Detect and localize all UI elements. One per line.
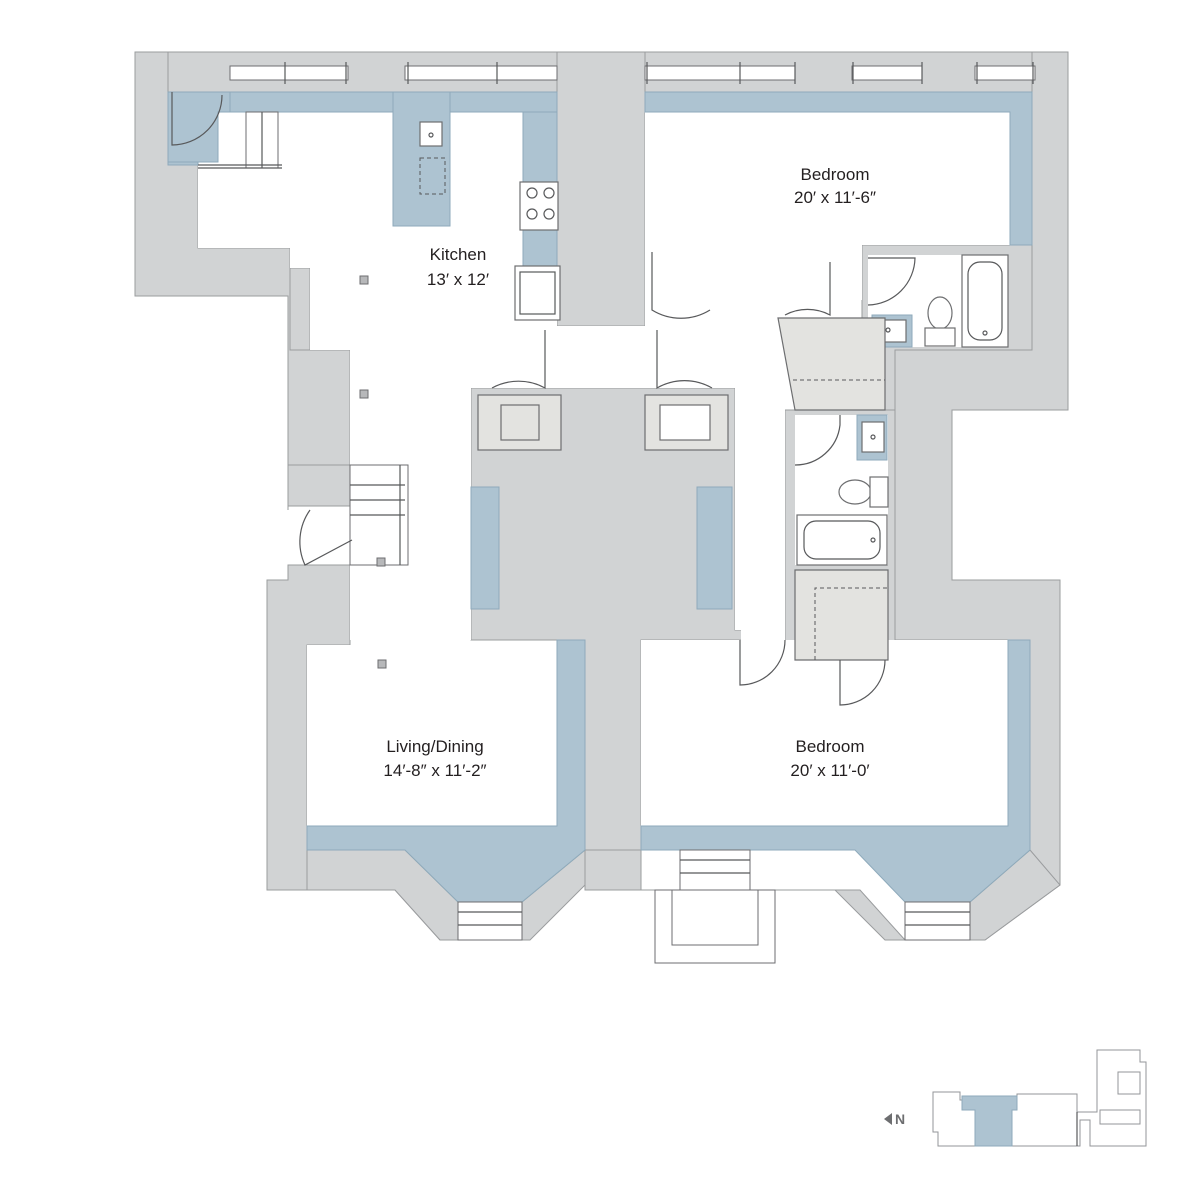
window xyxy=(904,901,971,941)
north-arrow-icon xyxy=(884,1113,892,1125)
room-labels: Kitchen 13′ x 12′ Bedroom 20′ x 11′-6″ L… xyxy=(383,165,876,780)
window xyxy=(404,65,498,81)
bath-door-swing xyxy=(794,415,841,466)
window xyxy=(457,901,523,941)
kitchen-floor xyxy=(198,112,778,640)
window xyxy=(229,65,349,81)
dishwasher xyxy=(419,157,446,195)
entry-accent-nw xyxy=(167,91,231,163)
windows-north xyxy=(229,62,1036,84)
kitchen-sink xyxy=(419,121,443,147)
north-accent-right xyxy=(644,91,1033,246)
door-swing xyxy=(651,252,711,319)
column xyxy=(359,389,369,399)
kitchen-size: 13′ x 12′ xyxy=(427,270,489,289)
window xyxy=(679,849,751,891)
entry-door-swing xyxy=(171,92,223,146)
living-floor xyxy=(307,645,557,826)
window xyxy=(851,65,923,81)
toilet xyxy=(838,479,872,505)
bedroom-north-floor xyxy=(645,112,1010,316)
column xyxy=(376,557,386,567)
closet-accent-right xyxy=(696,486,733,610)
bedroom-south-floor xyxy=(641,640,1008,826)
central-core-upper xyxy=(556,51,646,327)
stove xyxy=(519,181,559,231)
kitchen-fixtures xyxy=(359,121,561,669)
closet-door-swing xyxy=(784,262,831,316)
refrigerator xyxy=(514,265,561,321)
bathtub xyxy=(796,514,888,566)
bedroom-north-label: Bedroom xyxy=(801,165,870,184)
closet-north xyxy=(777,317,886,411)
column xyxy=(377,659,387,669)
south-bath xyxy=(794,414,889,706)
north-label: N xyxy=(895,1111,905,1127)
bedroom-south-size: 20′ x 11′-0′ xyxy=(790,761,869,780)
column xyxy=(359,275,369,285)
entry xyxy=(171,92,409,567)
hall-floor xyxy=(735,316,785,660)
side-door-swing xyxy=(299,509,353,566)
closet-door-swing xyxy=(656,330,713,390)
closet-accent-left xyxy=(470,486,500,610)
bedroom-south-label: Bedroom xyxy=(796,737,865,756)
windows-south xyxy=(457,849,971,964)
room-floors xyxy=(198,112,1010,826)
bedroom-north-size: 20′ x 11′-6″ xyxy=(794,188,876,207)
kitchen-label: Kitchen xyxy=(430,245,487,264)
key-plan: N xyxy=(884,1049,1147,1147)
living-dining-size: 14′-8″ x 11′-2″ xyxy=(383,761,486,780)
window xyxy=(974,65,1036,81)
accent-walls xyxy=(167,91,1033,903)
kitchen-accent-counter xyxy=(392,91,451,227)
key-unit-highlight xyxy=(961,1095,1018,1147)
living-accent-east xyxy=(306,639,586,903)
window xyxy=(496,65,558,81)
closet-door-swing xyxy=(839,659,886,706)
living-dining-label: Living/Dining xyxy=(386,737,483,756)
window xyxy=(644,65,796,81)
door-swing xyxy=(739,639,786,686)
bath-door-swing xyxy=(867,257,916,306)
bathtub xyxy=(961,254,1009,348)
north-bath xyxy=(777,254,1009,411)
closet-south xyxy=(794,569,889,661)
toilet xyxy=(927,296,953,330)
core-closets xyxy=(477,252,786,686)
closet-door-swing xyxy=(491,330,546,390)
